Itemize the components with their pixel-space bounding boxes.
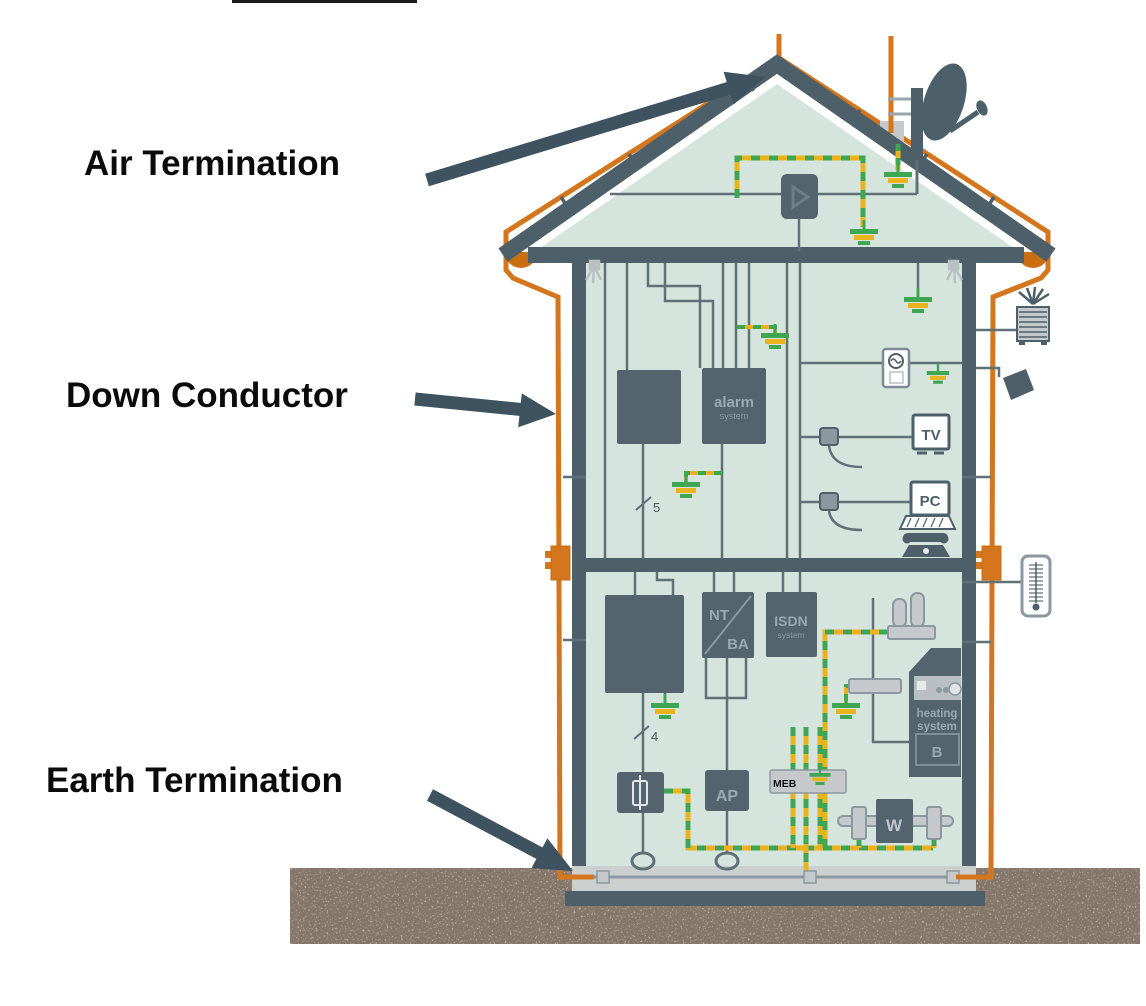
telephone-icon: [902, 533, 950, 557]
thermometer-icon: [1020, 554, 1052, 618]
circuit-mark-4: 4: [651, 729, 658, 744]
meb-busbar: MEB: [769, 765, 847, 794]
keyboard-icon: [898, 515, 957, 530]
attic-interior: [540, 84, 1014, 248]
circuit-mark-5: 5: [653, 500, 660, 515]
wall-lamp-icon: [945, 259, 964, 284]
wall-socket: [819, 427, 839, 446]
amplifier-icon: [791, 184, 811, 210]
down-conductor-label: Down Conductor: [66, 376, 348, 415]
ap-label: AP: [716, 788, 739, 805]
air-termination-system: [503, 34, 1051, 875]
electrode-clamp: [596, 870, 610, 884]
alarm-system-box: [702, 368, 766, 444]
isdn-sublabel: system: [778, 630, 805, 640]
air-termination-label: Air Termination: [84, 144, 341, 183]
left-roof-conductor: [503, 55, 781, 875]
down-conductor-clamp: [545, 545, 571, 581]
alarm-label: alarm: [714, 394, 754, 411]
ba-label: BA: [727, 636, 749, 653]
fuse-box: [617, 772, 664, 813]
earth-termination-system: [557, 860, 994, 884]
pc-device: PC: [909, 480, 951, 517]
foundation-base: [565, 891, 985, 906]
air-termination-arrow: [425, 71, 765, 187]
meb-label: MEB: [773, 778, 797, 790]
mast-bracket: [888, 97, 912, 116]
nt-label: NT: [709, 607, 729, 624]
pc-label: PC: [920, 493, 941, 510]
wall-socket: [819, 492, 839, 511]
heating-label-2: system: [917, 721, 957, 733]
attic-floor-beam: [528, 247, 1024, 263]
left-wall: [572, 255, 586, 906]
water-meter-label: W: [886, 816, 903, 835]
down-conductor-clamp: [976, 545, 1002, 581]
burner-label: B: [932, 744, 943, 761]
antenna-mast: [911, 88, 923, 162]
water-meter: W: [837, 799, 954, 843]
cropped-top-bar: [232, 0, 417, 3]
main-distribution-box: [605, 595, 684, 693]
outdoor-camera-icon: [976, 366, 1034, 400]
earth-termination-label: Earth Termination: [46, 761, 343, 800]
tv-device: TV: [911, 413, 951, 455]
isdn-label: ISDN: [774, 613, 807, 629]
satellite-dish-icon: [911, 63, 988, 194]
electrode-clamp: [803, 870, 817, 884]
ring-terminal: [714, 851, 740, 871]
upper-floor: alarm system TV PC: [563, 259, 1023, 644]
antenna-amplifier: [781, 174, 818, 219]
heating-label-1: heating: [917, 708, 958, 720]
down-conductor-arrow: [414, 392, 556, 428]
isdn-box: ISDN system: [766, 592, 817, 657]
upper-wiring: [563, 263, 1023, 644]
attic-contents: [610, 144, 917, 251]
heating-pipes: [848, 592, 936, 694]
alarm-sublabel: system: [720, 411, 749, 421]
right-roof-conductor: [777, 55, 1051, 875]
distribution-box: [617, 370, 681, 444]
lower-wiring: [633, 572, 909, 852]
surge-protector-device: [881, 347, 911, 389]
annotation-arrows: [414, 71, 765, 871]
heating-system-box: heating system B: [909, 648, 962, 777]
tv-label: TV: [921, 427, 940, 444]
right-earth-connection: [956, 860, 994, 880]
right-wall: [962, 255, 976, 906]
nt-ba-box: NT BA: [702, 592, 754, 658]
ring-terminal: [630, 851, 656, 871]
floor-divider: [572, 558, 976, 572]
ap-box: AP: [705, 770, 749, 811]
exterior-devices: [545, 286, 1052, 618]
lower-floor: NT BA ISDN system: [605, 572, 962, 877]
roof-slab: [498, 54, 1056, 262]
wall-lamp-icon: [584, 259, 603, 284]
alarm-siren-icon: [1016, 286, 1050, 345]
earth-termination-arrow: [426, 789, 573, 871]
